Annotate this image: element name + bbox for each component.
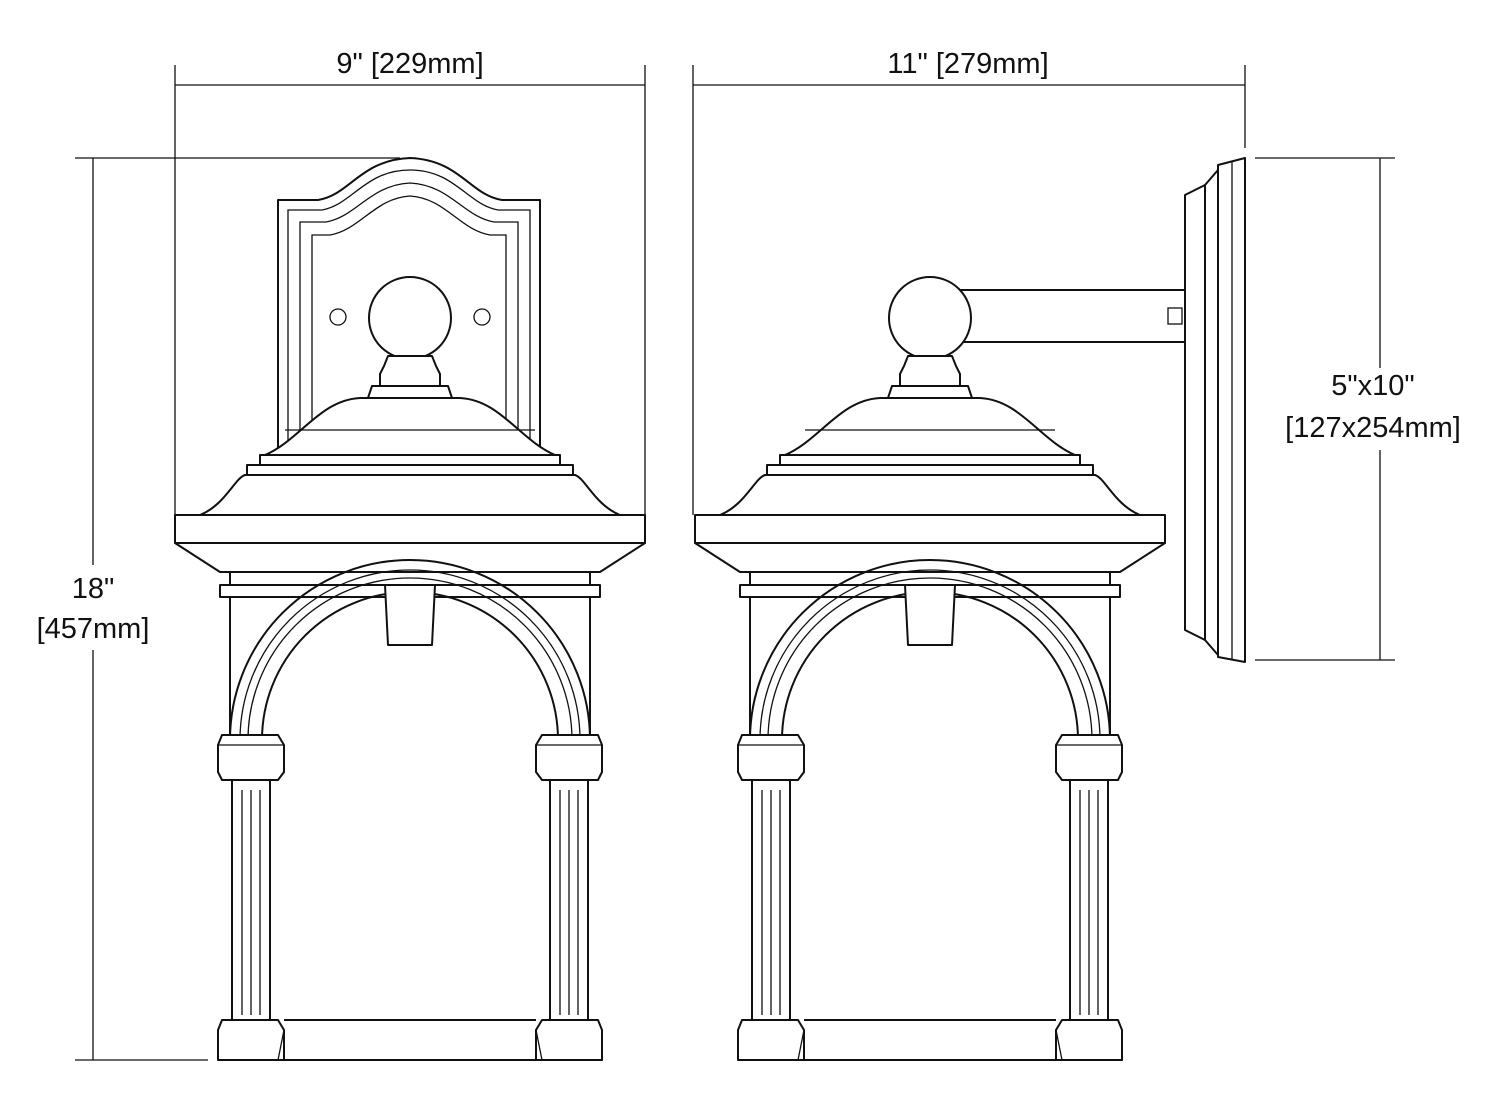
width-label: 9" [229mm]: [336, 48, 483, 80]
backplate-mm-label: [127x254mm]: [1285, 412, 1461, 444]
height-inches-label: 18": [72, 573, 115, 605]
mounting-screw-right: [473, 308, 491, 326]
front-view: [174, 157, 646, 1061]
height-mm-label: [457mm]: [37, 613, 150, 645]
front-lantern: [174, 276, 646, 1061]
backplate-inches-label: 5"x10": [1331, 370, 1414, 402]
side-view: [694, 157, 1246, 1061]
depth-label: 11" [279mm]: [887, 48, 1048, 80]
wall-arm: [959, 289, 1186, 343]
dimension-lines: [75, 65, 1395, 1061]
mounting-screw-left: [329, 308, 347, 326]
side-lantern: [694, 276, 1166, 1061]
side-backplate: [1184, 157, 1246, 663]
